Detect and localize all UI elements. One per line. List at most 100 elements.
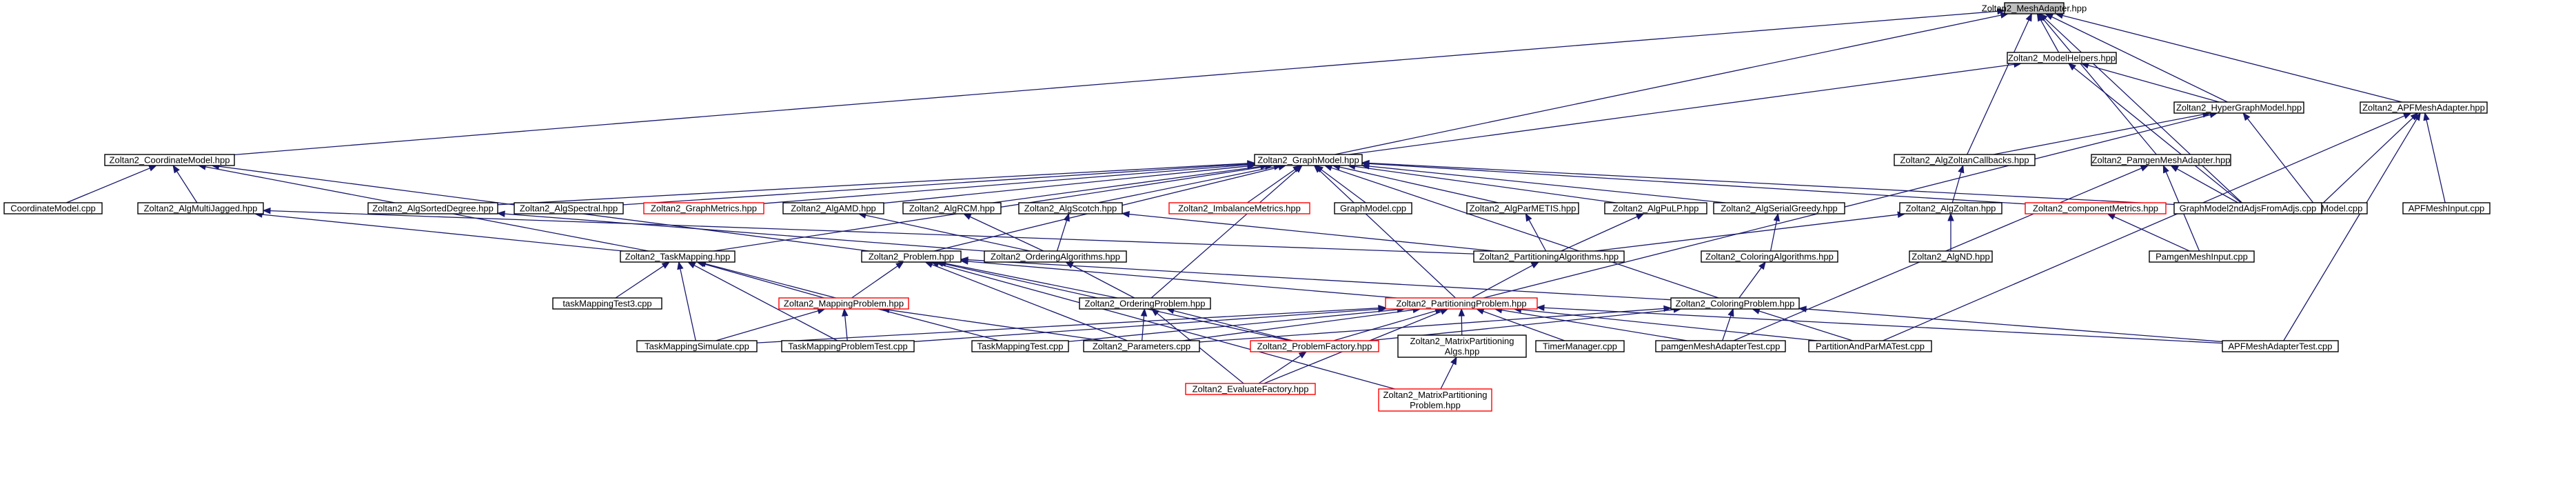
edge-HyperGraphModel-to-ModelHelpers: [2080, 62, 2220, 103]
node-TaskMappingSimulate[interactable]: TaskMappingSimulate.cpp: [636, 340, 758, 352]
node-box: [2173, 101, 2304, 114]
edge-GraphModel2ndAdjs-to-GraphModel: [1361, 159, 2175, 206]
edge-line: [1182, 309, 1414, 341]
node-label: Zoltan2_HyperGraphModel.hpp: [2176, 103, 2302, 113]
node-label: Zoltan2_PartitioningProblem.hpp: [1396, 299, 1526, 309]
node-TaskMappingTest3[interactable]: taskMappingTest3.cpp: [552, 297, 662, 310]
node-label: Zoltan2_AlgZoltanCallbacks.hpp: [1900, 155, 2029, 166]
edge-line: [865, 214, 1031, 252]
node-TaskMapping[interactable]: Zoltan2_TaskMapping.hpp: [620, 250, 736, 263]
node-GraphModel[interactable]: Zoltan2_GraphModel.hpp: [1254, 154, 1363, 166]
edge-line: [1883, 115, 2405, 341]
node-PamgenMeshInputCpp[interactable]: PamgenMeshInput.cpp: [2149, 250, 2255, 263]
edge-TaskMappingSimulate-to-MappingProblem: [716, 308, 826, 341]
edge-arrowhead: [842, 308, 849, 317]
node-AlgSpectral[interactable]: Zoltan2_AlgSpectral.hpp: [514, 202, 624, 214]
edge-Parameters-to-ColoringProblem: [1199, 305, 1672, 343]
node-AlgScotch[interactable]: Zoltan2_AlgScotch.hpp: [1018, 202, 1123, 214]
edge-line: [680, 268, 696, 341]
edge-line: [2113, 216, 2190, 252]
node-AlgSerialGreedy[interactable]: Zoltan2_AlgSerialGreedy.hpp: [1713, 202, 1845, 214]
node-AlgParMETIS[interactable]: Zoltan2_AlgParMETIS.hpp: [1466, 202, 1579, 214]
node-OrderingProblem[interactable]: Zoltan2_OrderingProblem.hpp: [1079, 297, 1211, 310]
edge-arrowhead: [1313, 165, 1322, 173]
node-label: GraphModel.cpp: [1340, 203, 1406, 214]
edge-PartitioningProblem-to-GraphModel: [1313, 165, 1456, 299]
edge-arrowhead: [962, 213, 972, 220]
node-Problem[interactable]: Zoltan2_Problem.hpp: [861, 250, 962, 263]
node-GraphModel2ndAdjs[interactable]: GraphModel2ndAdjsFromAdjs.cpp: [2173, 202, 2322, 214]
node-label: pamgenMeshAdapterTest.cpp: [1661, 341, 1781, 352]
edge-arrowhead: [2170, 165, 2179, 172]
node-MappingProblem[interactable]: Zoltan2_MappingProblem.hpp: [778, 297, 909, 310]
node-Parameters[interactable]: Zoltan2_Parameters.cpp: [1083, 340, 1200, 352]
node-ColoringAlgorithms[interactable]: Zoltan2_ColoringAlgorithms.hpp: [1701, 250, 1838, 263]
edge-OrderingAlgorithms-to-AlgAMD: [858, 212, 1031, 252]
node-PamgenMeshAdapter[interactable]: Zoltan2_PamgenMeshAdapter.hpp: [2091, 154, 2231, 166]
node-HyperGraphModel[interactable]: Zoltan2_HyperGraphModel.hpp: [2173, 101, 2304, 114]
node-APFMeshAdapter[interactable]: Zoltan2_APFMeshAdapter.hpp: [2360, 101, 2488, 114]
node-PamgenMeshAdapterTest[interactable]: pamgenMeshAdapterTest.cpp: [1655, 340, 1786, 352]
node-AlgMultiJagged[interactable]: Zoltan2_AlgMultiJagged.hpp: [137, 202, 264, 214]
node-PartitioningAlgorithms[interactable]: Zoltan2_PartitioningAlgorithms.hpp: [1473, 250, 1625, 263]
node-label: Zoltan2_AlgRCM.hpp: [909, 203, 995, 214]
node-AlgND[interactable]: Zoltan2_AlgND.hpp: [1909, 250, 1993, 263]
node-APFMeshAdapterTest[interactable]: APFMeshAdapterTest.cpp: [2222, 340, 2339, 352]
node-label: Zoltan2_CoordinateModel.hpp: [110, 155, 230, 166]
node-box: [778, 297, 909, 310]
edge-line: [1561, 216, 1638, 252]
node-ModelHelpers[interactable]: Zoltan2_ModelHelpers.hpp: [2007, 52, 2117, 64]
nodes-layer: Zoltan2_MeshAdapter.hppZoltan2_ModelHelp…: [3, 2, 2491, 412]
node-PartitionAndParMATest[interactable]: PartitionAndParMATest.cpp: [1808, 340, 1932, 352]
node-box: [2222, 340, 2339, 352]
node-label: PamgenMeshInput.cpp: [2156, 252, 2248, 262]
node-OrderingAlgorithms[interactable]: Zoltan2_OrderingAlgorithms.hpp: [984, 250, 1127, 263]
node-TaskMappingProblemTest[interactable]: TaskMappingProblemTest.cpp: [781, 340, 915, 352]
node-box: [902, 202, 1002, 214]
edge-line: [1321, 169, 1366, 203]
node-ColoringProblem[interactable]: Zoltan2_ColoringProblem.hpp: [1670, 297, 1800, 310]
edge-line: [504, 213, 985, 252]
node-AlgZoltanCallbacks[interactable]: Zoltan2_AlgZoltanCallbacks.hpp: [1894, 154, 2036, 166]
node-label: Zoltan2_AlgParMETIS.hpp: [1470, 203, 1576, 214]
node-AlgRCM[interactable]: Zoltan2_AlgRCM.hpp: [902, 202, 1002, 214]
node-ImbalanceMetrics[interactable]: Zoltan2_ImbalanceMetrics.hpp: [1168, 202, 1310, 214]
edge-line: [1097, 166, 1275, 203]
edge-line: [1471, 265, 1533, 299]
edge-line: [1967, 19, 2029, 155]
edge-arrowhead: [262, 207, 271, 214]
node-label: TaskMappingSimulate.cpp: [645, 341, 749, 352]
edge-line: [716, 310, 819, 341]
node-AlgAMD[interactable]: Zoltan2_AlgAMD.hpp: [782, 202, 884, 214]
edge-MatrixPartitioningProblem-to-MatrixPartitioningAlgs: [1440, 356, 1457, 390]
node-CoordinateModelCpp[interactable]: CoordinateModel.cpp: [3, 202, 103, 214]
edge-line: [2176, 168, 2238, 203]
node-AlgSortedDegree[interactable]: Zoltan2_AlgSortedDegree.hpp: [367, 202, 498, 214]
edge-line: [234, 10, 1998, 156]
node-label: Zoltan2_TaskMapping.hpp: [625, 252, 731, 262]
edge-GraphModel2ndAdjs-to-ModelHelpers: [2067, 63, 2242, 203]
node-ProblemFactory[interactable]: Zoltan2_ProblemFactory.hpp: [1250, 340, 1379, 352]
edge-arrowhead: [661, 261, 671, 269]
node-AlgPuLP[interactable]: Zoltan2_AlgPuLP.hpp: [1604, 202, 1707, 214]
node-EvaluateFactory[interactable]: Zoltan2_EvaluateFactory.hpp: [1185, 383, 1316, 395]
edge-APFMeshInputCpp-to-APFMeshAdapter: [2423, 112, 2446, 203]
edge-line: [2088, 65, 2220, 103]
node-GraphModelCpp[interactable]: GraphModel.cpp: [1334, 202, 1412, 214]
node-TimerManager[interactable]: TimerManager.cpp: [1535, 340, 1625, 352]
node-AlgZoltan[interactable]: Zoltan2_AlgZoltan.hpp: [1899, 202, 2002, 214]
node-GraphMetrics[interactable]: Zoltan2_GraphMetrics.hpp: [643, 202, 764, 214]
node-box: [1701, 250, 1838, 263]
node-APFMeshInputCpp[interactable]: APFMeshInput.cpp: [2402, 202, 2491, 214]
node-TaskMappingTest[interactable]: TaskMappingTest.cpp: [971, 340, 1069, 352]
node-CoordinateModel[interactable]: Zoltan2_CoordinateModel.hpp: [104, 154, 235, 166]
node-ComponentMetrics[interactable]: Zoltan2_componentMetrics.hpp: [2025, 202, 2167, 214]
edge-arrowhead: [895, 261, 904, 269]
node-PartitioningProblem[interactable]: Zoltan2_PartitioningProblem.hpp: [1385, 297, 1538, 310]
edge-PartitioningProblem-to-Problem: [960, 258, 1397, 299]
